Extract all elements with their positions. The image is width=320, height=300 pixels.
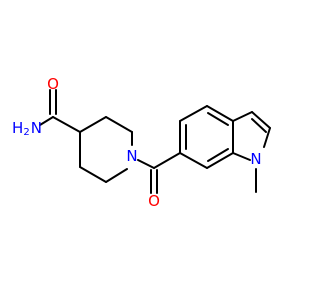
bond-layer bbox=[39, 89, 271, 194]
bond-benz-3 bbox=[206, 105, 234, 122]
amide-h-label: H bbox=[12, 119, 23, 137]
atom-label-layer: O H2N N O N bbox=[12, 75, 262, 210]
amide-n-letter: N bbox=[31, 119, 42, 137]
amide-nitrogen-label: H2N bbox=[12, 119, 42, 138]
bond-amide-ring bbox=[52, 116, 81, 133]
bond-pip-2 bbox=[105, 116, 133, 133]
amide-h-subscript: 2 bbox=[23, 127, 29, 138]
bond-benz-2 bbox=[179, 105, 208, 122]
indole-nitrogen-label: N bbox=[250, 150, 261, 168]
bond-pyr-4 bbox=[232, 152, 251, 161]
bond-pyr-1 bbox=[232, 111, 253, 122]
piperidine-nitrogen-label: N bbox=[126, 147, 137, 165]
bond-carbonyl-aryl bbox=[153, 152, 181, 169]
bond-pip-1 bbox=[79, 116, 107, 133]
bond-pyr-2d bbox=[251, 118, 267, 133]
bond-pyr-3 bbox=[263, 127, 271, 148]
bond-benz-5d bbox=[207, 148, 229, 162]
bond-benz-5 bbox=[206, 152, 234, 169]
molecule-structure: O H2N N O N bbox=[12, 75, 271, 210]
amide-oxygen-label: O bbox=[47, 75, 59, 93]
bond-n-carbonyl bbox=[137, 159, 155, 169]
bond-pip-5 bbox=[79, 166, 107, 183]
bond-pip-4 bbox=[105, 168, 128, 183]
ketone-oxygen-label: O bbox=[148, 192, 160, 210]
bond-pyr-2 bbox=[251, 111, 271, 129]
bond-benz-6 bbox=[179, 152, 208, 169]
bond-amide-cn bbox=[39, 116, 54, 126]
bond-benz-3d bbox=[207, 112, 229, 126]
